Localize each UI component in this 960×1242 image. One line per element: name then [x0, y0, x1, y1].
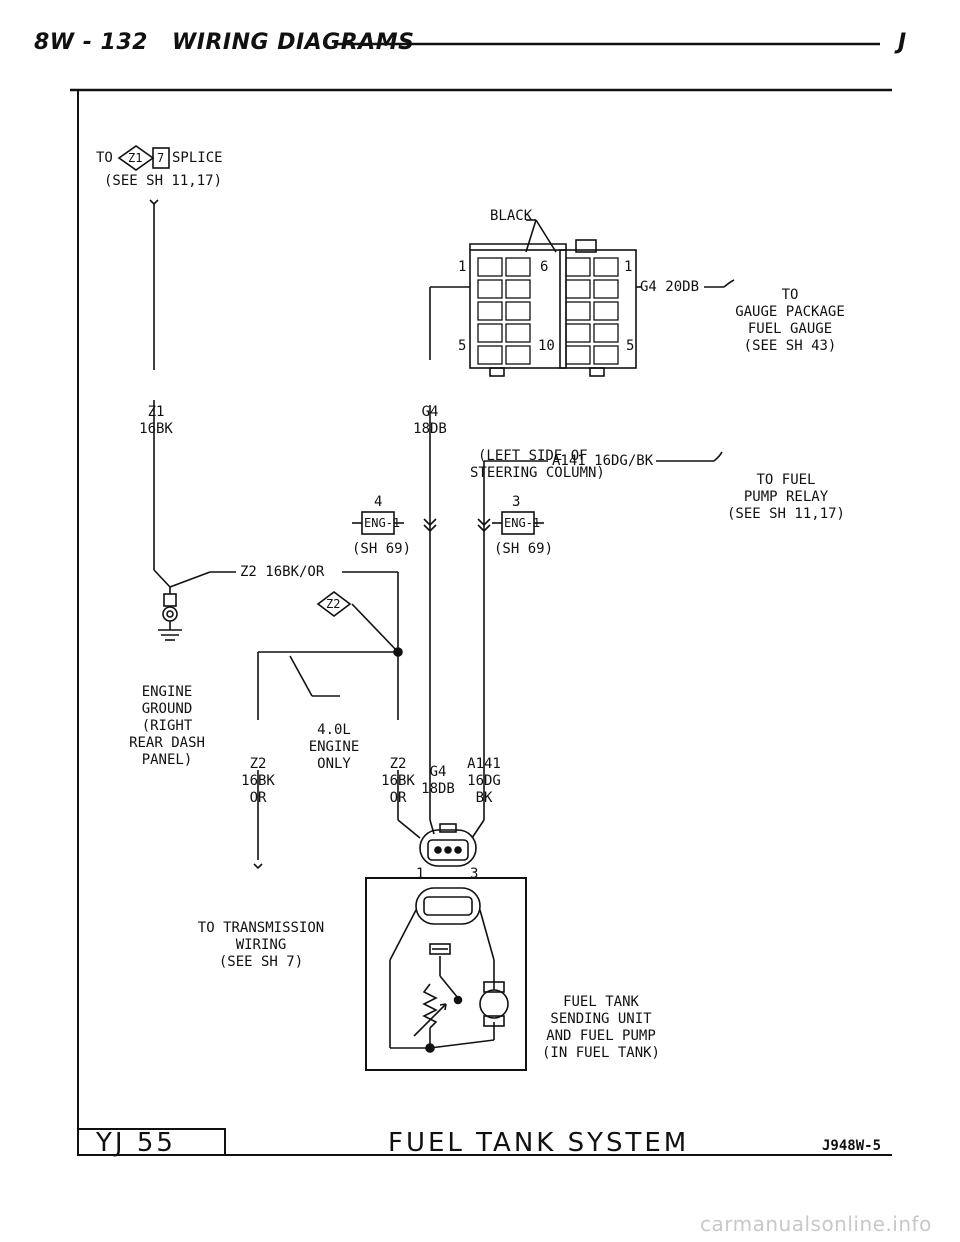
footer-code: J948W-5	[822, 1138, 882, 1154]
pin-left-top: 1	[458, 259, 467, 275]
footer-model: YJ 55	[96, 1128, 176, 1158]
eng-right-ref: (SH 69)	[494, 541, 554, 557]
splice-number: 7	[157, 151, 165, 165]
pin-center-bottom: 10	[538, 338, 555, 354]
z2-splice-label: Z2	[326, 597, 341, 611]
splice-to: TO	[96, 150, 113, 166]
tank-connector-outer	[419, 823, 477, 867]
pin-left-bottom: 5	[458, 338, 467, 354]
connector-color: BLACK	[490, 208, 533, 224]
sending-unit-internal	[389, 887, 509, 1053]
vehicle-code: J	[898, 30, 907, 55]
pin-center-top: 6	[540, 259, 549, 275]
tank-pin-left: 1	[416, 866, 425, 882]
page-code: 8W - 132	[34, 30, 148, 55]
z1-splice-symbol	[117, 145, 170, 171]
engine-ground-symbol	[158, 587, 182, 641]
splice-circuit: Z1	[128, 151, 143, 165]
pin-right-top: 1	[624, 259, 633, 275]
splice-ref: (SEE SH 11,17)	[104, 173, 223, 189]
eng-right-name: ENG-1	[504, 516, 541, 530]
watermark: carmanualsonline.info	[700, 1212, 932, 1236]
section-title: WIRING DIAGRAMS	[172, 30, 415, 55]
eng-left-ref: (SH 69)	[352, 541, 412, 557]
tank-pin-right: 3	[470, 866, 479, 882]
a141-wire-label: A141 16DG/BK	[552, 453, 654, 469]
z2-wire-label: Z2 16BK/OR	[240, 564, 325, 580]
splice-suffix: SPLICE	[172, 150, 223, 166]
gauge-wire-label: G4 20DB	[640, 279, 700, 295]
footer-title: FUEL TANK SYSTEM	[388, 1128, 690, 1158]
black-connector-body	[469, 219, 637, 377]
eng-left-name: ENG-1	[364, 516, 401, 530]
eng-right-pin: 3	[512, 494, 521, 510]
pin-right-bottom: 5	[626, 338, 635, 354]
eng-left-pin: 4	[374, 494, 383, 510]
